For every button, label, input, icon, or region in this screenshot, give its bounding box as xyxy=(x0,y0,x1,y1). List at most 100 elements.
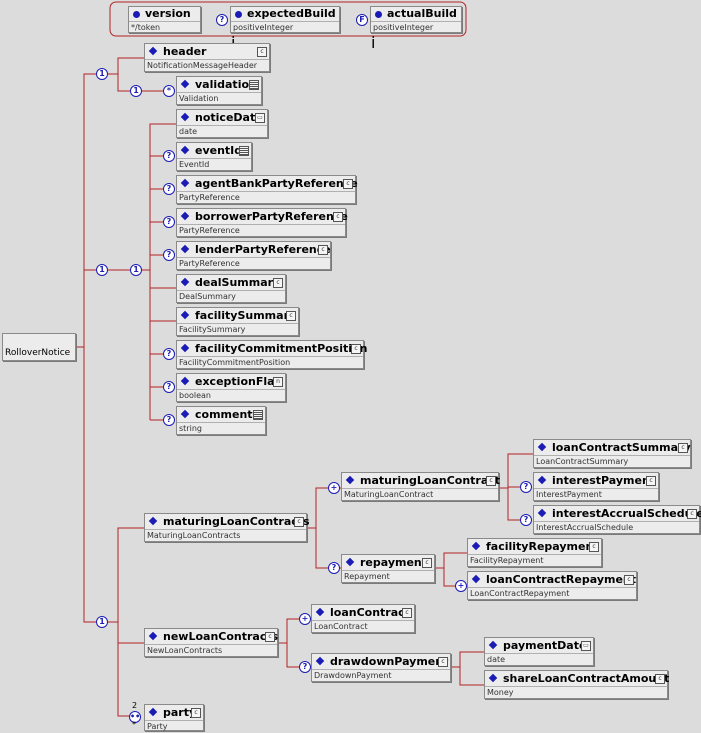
element-name: maturingLoanContracts xyxy=(145,514,310,529)
one-or-more-badge: + xyxy=(328,482,340,494)
element-type: PartyReference xyxy=(177,191,355,204)
element-type: Party xyxy=(145,720,203,733)
element-noticedate[interactable]: noticeDate date ▭ xyxy=(176,109,268,138)
attribute-type: positiveInteger xyxy=(231,21,339,33)
complex-type-icon: c xyxy=(687,509,697,519)
element-type: InterestPayment xyxy=(534,488,658,501)
element-type: LoanContractSummary xyxy=(534,455,690,468)
element-type: Repayment xyxy=(342,570,434,583)
attribute-name: version xyxy=(129,7,200,21)
element-type: NotificationMessageHeader xyxy=(145,59,269,72)
element-type: PartyReference xyxy=(177,257,330,270)
element-type: Money xyxy=(485,686,667,699)
element-maturingloancontracts[interactable]: maturingLoanContracts MaturingLoanContra… xyxy=(144,513,310,542)
root-element[interactable]: RolloverNotice xyxy=(2,333,76,361)
element-type: string xyxy=(177,422,265,435)
element-loancontractsummary[interactable]: loanContractSummary LoanContractSummary … xyxy=(533,439,691,468)
element-header[interactable]: header NotificationMessageHeader c xyxy=(144,43,270,72)
optional-badge: ? xyxy=(163,249,175,261)
element-validation[interactable]: validation Validation xyxy=(176,76,262,105)
optional-badge: ? xyxy=(520,514,532,526)
sequence-badge: 1 xyxy=(96,68,108,80)
complex-type-icon: c xyxy=(318,245,328,255)
element-name: header xyxy=(145,44,269,59)
element-comments[interactable]: comments string xyxy=(176,406,266,435)
element-borrowerpartyreference[interactable]: borrowerPartyReference PartyReference c xyxy=(176,208,348,237)
element-name: drawdownPayment xyxy=(312,654,450,669)
element-type: DealSummary xyxy=(177,290,285,303)
element-maturingloancontract[interactable]: maturingLoanContract MaturingLoanContrac… xyxy=(341,472,500,501)
simple-type-icon: ▭ xyxy=(581,641,591,651)
element-name: interestAccrualSchedule xyxy=(534,506,701,521)
element-lenderpartyreference[interactable]: lenderPartyReference PartyReference c xyxy=(176,241,331,270)
optional-badge: ? xyxy=(216,14,228,26)
optional-badge: ? xyxy=(328,562,340,574)
lines-icon xyxy=(249,80,259,90)
fixed-badge: F xyxy=(356,14,368,26)
info-icon: i xyxy=(231,33,235,52)
optional-badge: ? xyxy=(163,414,175,426)
complex-type-icon: c xyxy=(191,708,201,718)
element-exceptionflag[interactable]: exceptionFlag boolean n xyxy=(176,373,286,402)
attribute-version[interactable]: version */token xyxy=(128,6,201,33)
element-dealsummary[interactable]: dealSummary DealSummary c xyxy=(176,274,286,303)
element-eventid[interactable]: eventId EventId xyxy=(176,142,252,171)
complex-type-icon: c xyxy=(486,476,496,486)
element-name: loanContractRepayment xyxy=(468,572,636,587)
attribute-name: expectedBuild xyxy=(231,7,339,21)
element-loancontract[interactable]: loanContract LoanContract c xyxy=(311,604,415,633)
element-name: eventId xyxy=(177,143,251,158)
element-type: InterestAccrualSchedule xyxy=(534,521,699,534)
complex-type-icon: c xyxy=(624,575,634,585)
attribute-name: actualBuild xyxy=(371,7,461,21)
complex-type-icon: c xyxy=(678,443,688,453)
element-drawdownpayment[interactable]: drawdownPayment DrawdownPayment c xyxy=(311,653,451,682)
element-newloancontracts[interactable]: newLoanContracts NewLoanContracts c xyxy=(144,628,278,657)
max-occurs-label: * xyxy=(132,720,136,729)
element-shareloancontractamount[interactable]: shareLoanContractAmount Money c xyxy=(484,670,669,699)
complex-type-icon: c xyxy=(589,542,599,552)
attribute-expectedbuild[interactable]: expectedBuild positiveInteger i xyxy=(230,6,340,52)
attribute-type: */token xyxy=(129,21,200,33)
element-name: interestPayment xyxy=(534,473,658,488)
element-name: facilityRepayment xyxy=(468,539,601,554)
element-repayment[interactable]: repayment Repayment c xyxy=(341,554,435,583)
sequence-badge: 1 xyxy=(96,264,108,276)
complex-type-icon: c xyxy=(273,278,283,288)
element-facilitysummary[interactable]: facilitySummary FacilitySummary c xyxy=(176,307,299,336)
lines-icon xyxy=(239,146,249,156)
element-agentbankpartyreference[interactable]: agentBankPartyReference PartyReference c xyxy=(176,175,358,204)
complex-type-icon: c xyxy=(333,212,343,222)
optional-badge: ? xyxy=(299,661,311,673)
element-paymentdate[interactable]: paymentDate date ▭ xyxy=(484,637,594,666)
element-type: date xyxy=(177,125,267,138)
complex-type-icon: c xyxy=(343,179,353,189)
element-type: PartyReference xyxy=(177,224,345,237)
choice-badge: •• xyxy=(129,711,141,723)
element-name: validation xyxy=(177,77,261,92)
element-facilitycommitmentposition[interactable]: facilityCommitmentPosition FacilityCommi… xyxy=(176,340,367,369)
element-type: NewLoanContracts xyxy=(145,644,277,657)
element-interestaccrualschedule[interactable]: interestAccrualSchedule InterestAccrualS… xyxy=(533,505,701,534)
element-type: Validation xyxy=(177,92,261,105)
element-name: facilitySummary xyxy=(177,308,298,323)
optional-badge: ? xyxy=(163,381,175,393)
complex-type-icon: c xyxy=(422,558,432,568)
element-facilityrepayment[interactable]: facilityRepayment FacilityRepayment c xyxy=(467,538,602,567)
element-name: lenderPartyReference xyxy=(177,242,331,257)
complex-type-icon: c xyxy=(351,344,361,354)
element-party[interactable]: party Party c xyxy=(144,704,204,731)
element-type: boolean xyxy=(177,389,285,402)
optional-badge: ? xyxy=(163,150,175,162)
attribute-actualbuild[interactable]: actualBuild positiveInteger i xyxy=(370,6,462,52)
sequence-badge: 1 xyxy=(130,85,142,97)
optional-badge: ? xyxy=(163,216,175,228)
element-interestpayment[interactable]: interestPayment InterestPayment c xyxy=(533,472,659,501)
attribute-type: positiveInteger xyxy=(371,21,461,33)
info-icon: i xyxy=(371,33,376,52)
element-name: dealSummary xyxy=(177,275,285,290)
element-loancontractrepayment[interactable]: loanContractRepayment LoanContractRepaym… xyxy=(467,571,637,600)
sequence-badge: 1 xyxy=(130,264,142,276)
one-or-more-badge: + xyxy=(455,580,467,592)
